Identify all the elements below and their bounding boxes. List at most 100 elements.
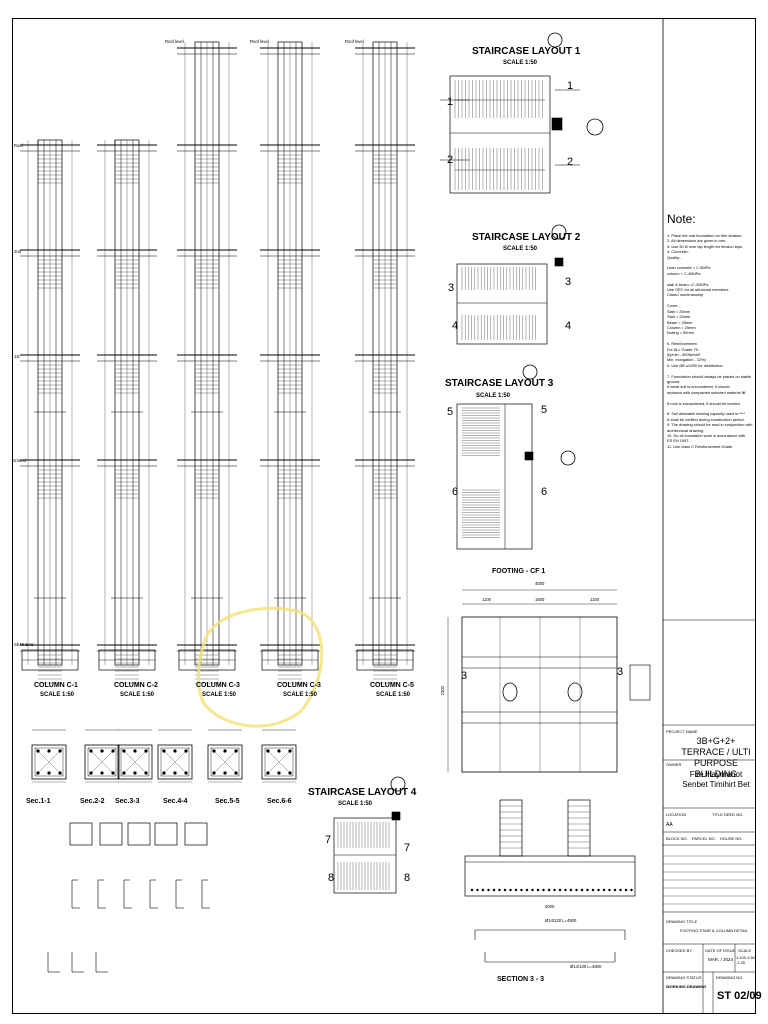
note-line: Class-I workmanship <box>667 292 704 298</box>
section-rebar <box>630 888 633 892</box>
section-rebar <box>586 888 589 892</box>
note-line: 2. All dimensions are given in mm. <box>667 238 727 244</box>
footing-dim-1: 1100 <box>482 597 492 602</box>
note-line: column = C-40MPa <box>667 270 701 276</box>
section-tie <box>87 747 117 777</box>
title-deed-label: TITLE DEED NO. <box>712 812 744 817</box>
section-callout <box>390 776 406 792</box>
stair-3-outline <box>456 403 533 550</box>
date-value: MAR. / 2024 <box>708 957 734 962</box>
owner-line-2: Senbet Timihirt Bet <box>682 780 750 789</box>
footing-side-section <box>629 664 651 701</box>
note-line: (fy/min - 500N/mm² <box>667 351 701 357</box>
section-rebar <box>553 888 556 892</box>
footing-mark-right: 3 <box>617 666 624 678</box>
note-line: 8. Soil allowable bearing capacity used … <box>667 411 746 417</box>
stair-post <box>524 451 534 461</box>
note-line: Beam = 25mm <box>667 319 693 325</box>
house-label: HOUSE NO. <box>720 836 743 841</box>
column-section-stirrup <box>264 747 294 777</box>
stair-4-mark-b: 7 <box>404 842 411 854</box>
stair-3-mark-b: 5 <box>541 404 548 416</box>
drawing-status: WORKING DRAWING <box>666 984 707 989</box>
column-section-stirrup <box>87 747 117 777</box>
stair-2-mark-a: 3 <box>448 282 455 294</box>
column-title-1: COLUMN C-1 <box>34 682 78 689</box>
section-rebar <box>564 888 567 892</box>
drawing-sheet <box>12 18 756 1014</box>
section-rebar <box>569 888 573 892</box>
scale-label: SCALE <box>738 948 752 953</box>
stair-2-scale: SCALE 1:50 <box>503 246 538 252</box>
notes-title: Note: <box>667 212 696 226</box>
notes-list: 1. Place the mat foundation on firm stra… <box>667 233 759 449</box>
note-line: ground. <box>667 378 681 384</box>
stirrup-shape <box>127 822 151 846</box>
stirrup-shape <box>99 822 123 846</box>
stair-post <box>554 257 564 267</box>
stair-3-mark-d: 6 <box>541 486 548 498</box>
column-scale-4: SCALE 1:50 <box>283 692 318 698</box>
section-rebar <box>580 888 584 892</box>
sec-label-3: Sec.3-3 <box>115 798 140 805</box>
column-scale-1: SCALE 1:50 <box>40 692 75 698</box>
project-name: 3B+G+2+ TERRACE / ULTI PURPOSE BUILDING <box>676 736 756 780</box>
section-footing <box>464 855 636 897</box>
level-1st: 1st <box>14 354 20 359</box>
note-line: 7. Foundation should always be placed on… <box>667 373 752 379</box>
parcel-label: PARCEL NO. <box>692 836 716 841</box>
note-line: footing = 50mm <box>667 330 694 336</box>
date-label: DATE OF ISSUE <box>705 948 736 953</box>
sec-label-1: Sec.1-1 <box>26 798 51 805</box>
section-bar <box>133 771 137 775</box>
note-line: Stair = 20mm <box>667 314 691 320</box>
section-title: SECTION 3 - 3 <box>497 976 545 983</box>
section-bar-1: Ø14/130 L=4900 <box>545 918 577 923</box>
stirrup-shape <box>154 822 178 846</box>
section-bar <box>223 749 227 753</box>
section-rebar <box>624 888 628 892</box>
note-line: Lean concrete = C-5MPa <box>667 265 711 271</box>
column-title-5: COLUMN C-5 <box>370 682 414 689</box>
column-scale-5: SCALE 1:50 <box>376 692 411 698</box>
sec-label-2: Sec.2-2 <box>80 798 105 805</box>
note-line: 6. Use Ø8 c/c200 for distribution. <box>667 362 724 368</box>
footing-title: FOOTING - CF 1 <box>492 568 546 575</box>
section-rebar <box>575 888 578 892</box>
section-rebar <box>591 888 595 892</box>
section-rebar <box>492 888 496 892</box>
column-section-stirrup <box>34 747 64 777</box>
level-roof-c4: Roof level <box>250 39 269 44</box>
section-callout <box>551 224 567 240</box>
section-rebar <box>619 888 622 892</box>
stirrup-shape <box>69 822 93 846</box>
section-rebar <box>602 888 606 892</box>
section-rebar <box>481 888 485 892</box>
note-line: If rock is encountered, it should be lev… <box>667 400 741 406</box>
level-semi-bas: SEMI BAS <box>14 642 34 647</box>
note-line: Min. elongation - 12%) <box>667 357 706 363</box>
sec-label-4: Sec.4-4 <box>163 798 188 805</box>
section-bar <box>100 771 104 775</box>
section-callout <box>586 118 604 136</box>
section-rebar <box>487 888 490 892</box>
section-tie <box>120 747 150 777</box>
stair-4-mark-a: 7 <box>325 834 332 846</box>
note-line: 4. Concrete:- <box>667 249 690 255</box>
section-bar <box>223 771 227 775</box>
section-rebar <box>613 888 617 892</box>
block-label: BLOCK NO. <box>666 836 688 841</box>
stair-4-scale: SCALE 1:50 <box>338 801 373 807</box>
stair-1-outline <box>449 75 551 194</box>
stair-1-scale: SCALE 1:50 <box>503 60 538 66</box>
note-line: For ALL Grade 75- <box>667 346 700 352</box>
section-rebar <box>514 888 518 892</box>
section-tie <box>160 747 190 777</box>
stair-1-title: STAIRCASE LAYOUT 1 <box>472 46 581 57</box>
section-tie <box>264 747 294 777</box>
footing-column <box>502 682 518 702</box>
section-rebar <box>542 888 545 892</box>
section-tie <box>210 747 240 777</box>
section-rebar <box>558 888 562 892</box>
stair-1-mark-d: 2 <box>567 156 574 168</box>
